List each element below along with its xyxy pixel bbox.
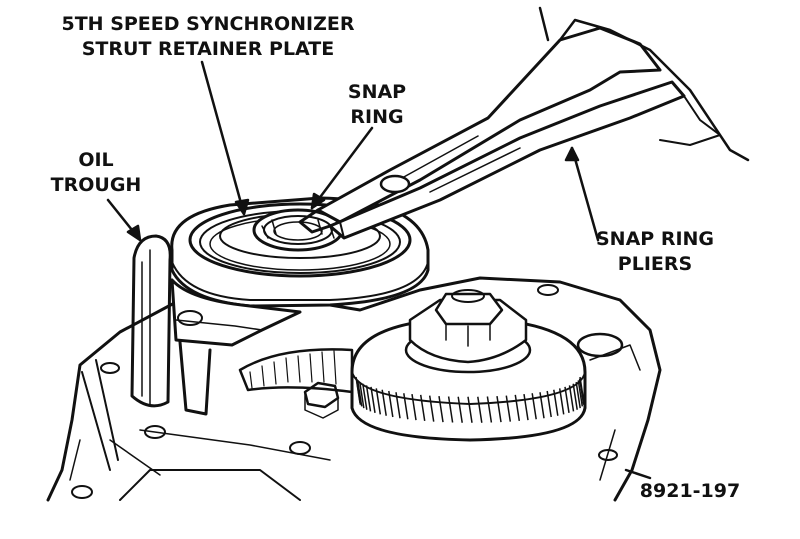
gear-tooth	[447, 396, 454, 423]
gear-tooth	[558, 388, 565, 415]
gear-tooth	[577, 380, 584, 407]
gear-tooth	[568, 385, 575, 412]
output-gear	[238, 289, 587, 442]
gear-tooth	[523, 393, 529, 421]
gear-tooth	[359, 381, 365, 409]
gear-tooth	[579, 376, 585, 404]
label-snap-ring-line1: SNAP	[348, 81, 406, 103]
leader-figure-number	[624, 468, 652, 480]
gear-tooth	[395, 392, 401, 419]
gear-tooth	[553, 389, 559, 416]
gear-tooth	[356, 380, 363, 407]
leader-pliers	[570, 146, 600, 242]
leader-snap-ring	[310, 126, 374, 210]
arrowhead-retainer-plate	[234, 198, 250, 216]
gear-tooth	[496, 395, 502, 423]
gear-tooth	[564, 386, 570, 414]
gear-tooth	[411, 393, 417, 421]
gear-tooth	[355, 378, 362, 405]
gear-tooth	[514, 394, 521, 422]
gear-tooth	[546, 390, 552, 418]
arrowhead-snap-ring	[310, 192, 326, 210]
label-pliers-line1: SNAP RING	[596, 228, 714, 250]
transmission-case	[46, 276, 662, 502]
label-retainer-plate-line1: 5TH SPEED SYNCHRONIZER	[62, 13, 355, 35]
gear-tooth	[362, 383, 368, 410]
gear-tooth	[388, 390, 394, 418]
gear-tooth	[477, 396, 483, 423]
snap-ring-pliers	[298, 6, 750, 240]
gear-tooth	[365, 385, 372, 412]
gear-tooth	[403, 393, 409, 420]
figure-number: 8921-197	[640, 480, 740, 502]
gear-tooth	[575, 381, 581, 409]
label-snap-ring-line2: RING	[350, 106, 403, 128]
gear-tooth	[428, 395, 435, 422]
gear-tooth	[375, 388, 382, 415]
label-retainer-plate-line2: STRUT RETAINER PLATE	[82, 38, 334, 60]
gear-tooth	[572, 383, 578, 410]
gear-tooth	[505, 395, 512, 422]
label-pliers-line2: PLIERS	[618, 253, 692, 275]
gear-tooth	[419, 394, 426, 422]
leader-lines	[106, 60, 652, 480]
gear-tooth	[457, 396, 463, 423]
gear-tooth	[531, 393, 537, 420]
gear-tooth	[486, 396, 493, 423]
gear-tooth	[381, 389, 387, 416]
arrowhead-oil-trough	[126, 224, 142, 242]
arrowhead-pliers	[564, 146, 580, 162]
oil-trough	[130, 234, 172, 408]
gear-tooth	[467, 396, 473, 423]
label-oil-trough-line1: OIL	[78, 149, 113, 171]
gear-tooth	[370, 386, 376, 414]
leader-retainer-plate	[200, 60, 246, 216]
gear-tooth	[539, 392, 545, 419]
label-oil-trough-line2: TROUGH	[51, 174, 142, 196]
gear-tooth	[438, 395, 444, 423]
